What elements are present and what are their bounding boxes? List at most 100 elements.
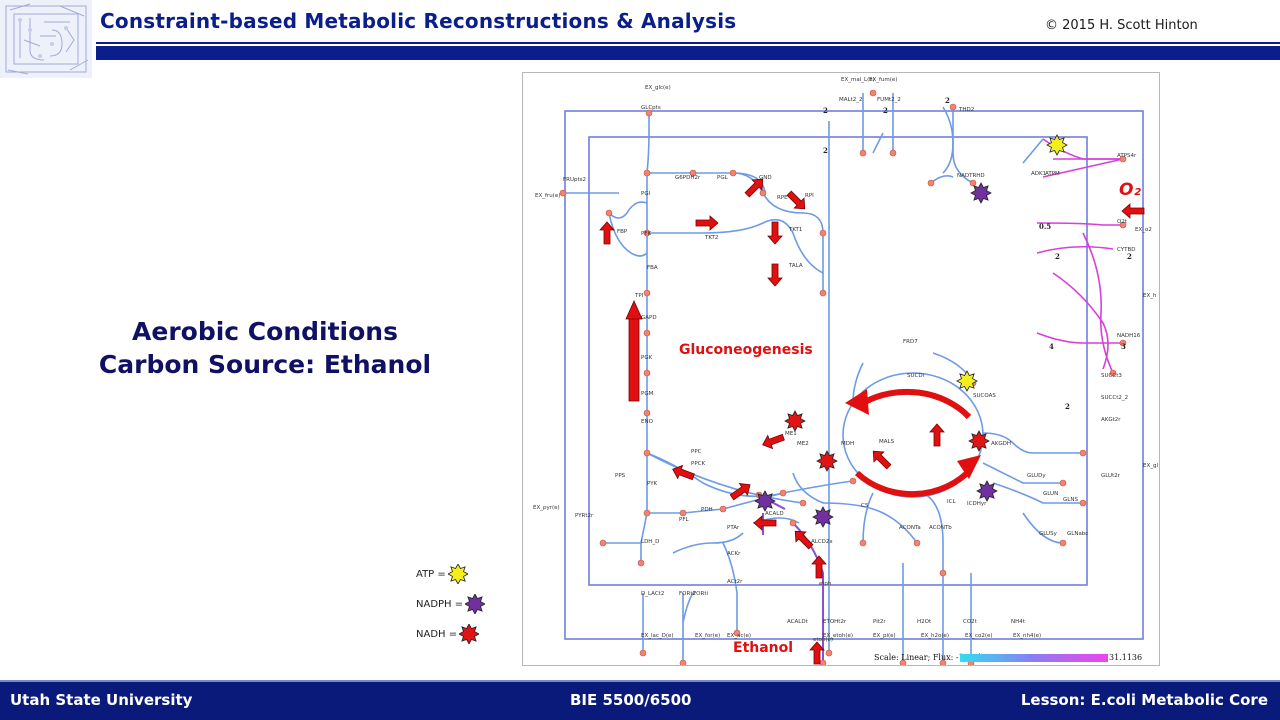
rxn-label: EX_for(e) <box>695 633 720 639</box>
slide-footer: Utah State University BIE 5500/6500 Less… <box>0 680 1280 720</box>
slide-header: Constraint-based Metabolic Reconstructio… <box>0 0 1280 78</box>
rxn-label: EX_fru(e) <box>535 193 560 199</box>
rxn-label: ICL <box>947 499 956 505</box>
rxn-label: EX_h2o(e) <box>921 633 949 639</box>
rxn-label: PGM <box>641 391 654 397</box>
rxn-label: FORt2 <box>679 591 696 597</box>
rxn-label: EX_glc(e) <box>645 85 671 91</box>
stoich-number: 2 <box>883 106 888 115</box>
rxn-label: ADK1 <box>1031 171 1046 177</box>
yellow-starburst-icon <box>447 564 468 584</box>
stoich-number: 2 <box>1127 252 1132 261</box>
purple-starburst-icon <box>465 594 486 614</box>
rxn-label: GLUSy <box>1039 531 1058 537</box>
header-rule-thick <box>96 46 1280 60</box>
rxn-label: GLCpts <box>641 105 661 111</box>
gluconeogenesis-label: Gluconeogenesis <box>679 342 813 358</box>
rxn-label: MALt2_2 <box>839 97 862 103</box>
rxn-label: CS <box>861 503 869 509</box>
rxn-label: NADTRHD <box>957 173 985 179</box>
rxn-label: GLUt2r <box>1101 473 1121 479</box>
rxn-label: ACONTb <box>929 525 952 531</box>
rxn-label: ACt2r <box>727 579 743 585</box>
rxn-label: GAPD <box>641 315 657 321</box>
legend-nadh-label: NADH = <box>416 628 458 640</box>
rxn-label: ACALDt <box>787 619 809 625</box>
rxn-label: FUMt2_2 <box>877 97 901 103</box>
legend-atp: ATP = <box>416 564 468 584</box>
rxn-label: Pit2r <box>873 619 886 625</box>
rxn-label: CYTBD <box>1117 247 1135 253</box>
rxn-label: ATPS4r <box>1117 153 1137 159</box>
rxn-label: PGI <box>641 191 651 197</box>
rxn-label: ME2 <box>797 441 809 447</box>
rxn-label: PTAr <box>727 525 740 531</box>
rxn-label: D_LACt2 <box>641 591 664 597</box>
stoich-number: 2 <box>823 146 828 155</box>
rxn-label: RPI <box>805 193 814 199</box>
rxn-label: etoh <box>819 581 832 587</box>
rxn-label: TKT1 <box>788 227 802 233</box>
rxn-label: etoh(e) <box>813 637 833 643</box>
rxn-label: H2Ot <box>917 619 932 625</box>
rxn-label: ALCD2x <box>811 539 833 545</box>
rxn-label: SUCDi <box>907 373 925 379</box>
stoich-number: 2 <box>823 106 828 115</box>
rxn-label: FBP <box>617 229 628 235</box>
slide-heading-line-1: Aerobic Conditions <box>132 317 398 346</box>
rxn-label: ICDHyr <box>967 501 987 507</box>
rxn-label: TALA <box>788 263 803 269</box>
legend-atp-label: ATP = <box>416 568 446 580</box>
rxn-label: GLUN <box>1043 491 1058 497</box>
flux-scale-max: 31.1136 <box>1109 653 1143 662</box>
stoich-number: 3 <box>1121 342 1126 351</box>
copyright-notice: © 2015 H. Scott Hinton <box>1045 18 1198 33</box>
metabolic-map-thumbnail-icon <box>0 0 92 78</box>
metabolic-map: EX_glc(e) GLCpts EX_mal_L(e) EX_fum(e) M… <box>522 72 1160 666</box>
rxn-label: PGL <box>717 175 729 181</box>
slide-heading-line-2: Carbon Source: Ethanol <box>98 350 432 379</box>
rxn-label: EX_fum(e) <box>869 77 897 83</box>
oxygen-label: O₂ <box>1119 180 1141 200</box>
rxn-label: RPE <box>777 195 788 201</box>
rxn-label: ACKr <box>727 551 741 557</box>
legend-nadph-label: NADPH = <box>416 598 464 610</box>
rxn-label: PDH <box>701 507 713 513</box>
rxn-label: LDH_D <box>641 539 659 545</box>
rxn-label: TKT2 <box>704 235 718 241</box>
cofactor-starbursts <box>754 134 1068 528</box>
red-starburst-icon <box>459 624 480 644</box>
rxn-label: ACALD <box>765 511 784 517</box>
rxn-label: EX_lac_D(e) <box>641 633 674 639</box>
rxn-label: PYK <box>647 481 658 487</box>
rxn-label: SUCCt2_2 <box>1101 395 1128 401</box>
rxn-label: PYRt2r <box>575 513 594 519</box>
rxn-label: EX_ac(e) <box>727 633 751 639</box>
rxn-label: EX_pi(e) <box>873 633 896 639</box>
legend-nadph: NADPH = <box>416 594 486 614</box>
metabolic-map-canvas: EX_glc(e) GLCpts EX_mal_L(e) EX_fum(e) M… <box>533 77 1158 665</box>
rxn-label: EX_gl <box>1143 463 1158 469</box>
ethanol-label: Ethanol <box>733 640 794 656</box>
rxn-label: NH4t <box>1011 619 1026 625</box>
rxn-label: PFL <box>679 517 689 523</box>
gluconeogenesis-arrow <box>625 300 643 402</box>
stoich-number: 2 <box>1055 252 1060 261</box>
rxn-label: AKGt2r <box>1101 417 1121 423</box>
rxn-label: EX_co2(e) <box>965 633 993 639</box>
flux-scale-label: Scale: Linear; Flux: -18.3457 <box>874 653 992 662</box>
rxn-label: GLNS <box>1063 497 1078 503</box>
slide-heading: Aerobic Conditions Carbon Source: Ethano… <box>60 315 470 381</box>
rxn-label: O2t <box>1117 219 1128 225</box>
rxn-label: ENO <box>641 419 654 425</box>
rxn-label: EX_h <box>1143 293 1157 299</box>
rxn-label: TPI <box>634 293 644 299</box>
rxn-label: SUCCt3 <box>1101 373 1122 379</box>
rxn-label: AKGDH <box>991 441 1011 447</box>
rxn-label: EX_nh4(e) <box>1013 633 1041 639</box>
header-rule-thin <box>96 42 1280 44</box>
rxn-label: ACONTa <box>899 525 921 531</box>
stoich-number: 4 <box>1049 342 1054 351</box>
rxn-label: EX_pyr(e) <box>533 505 560 511</box>
rxn-label: NADH16 <box>1117 333 1141 339</box>
